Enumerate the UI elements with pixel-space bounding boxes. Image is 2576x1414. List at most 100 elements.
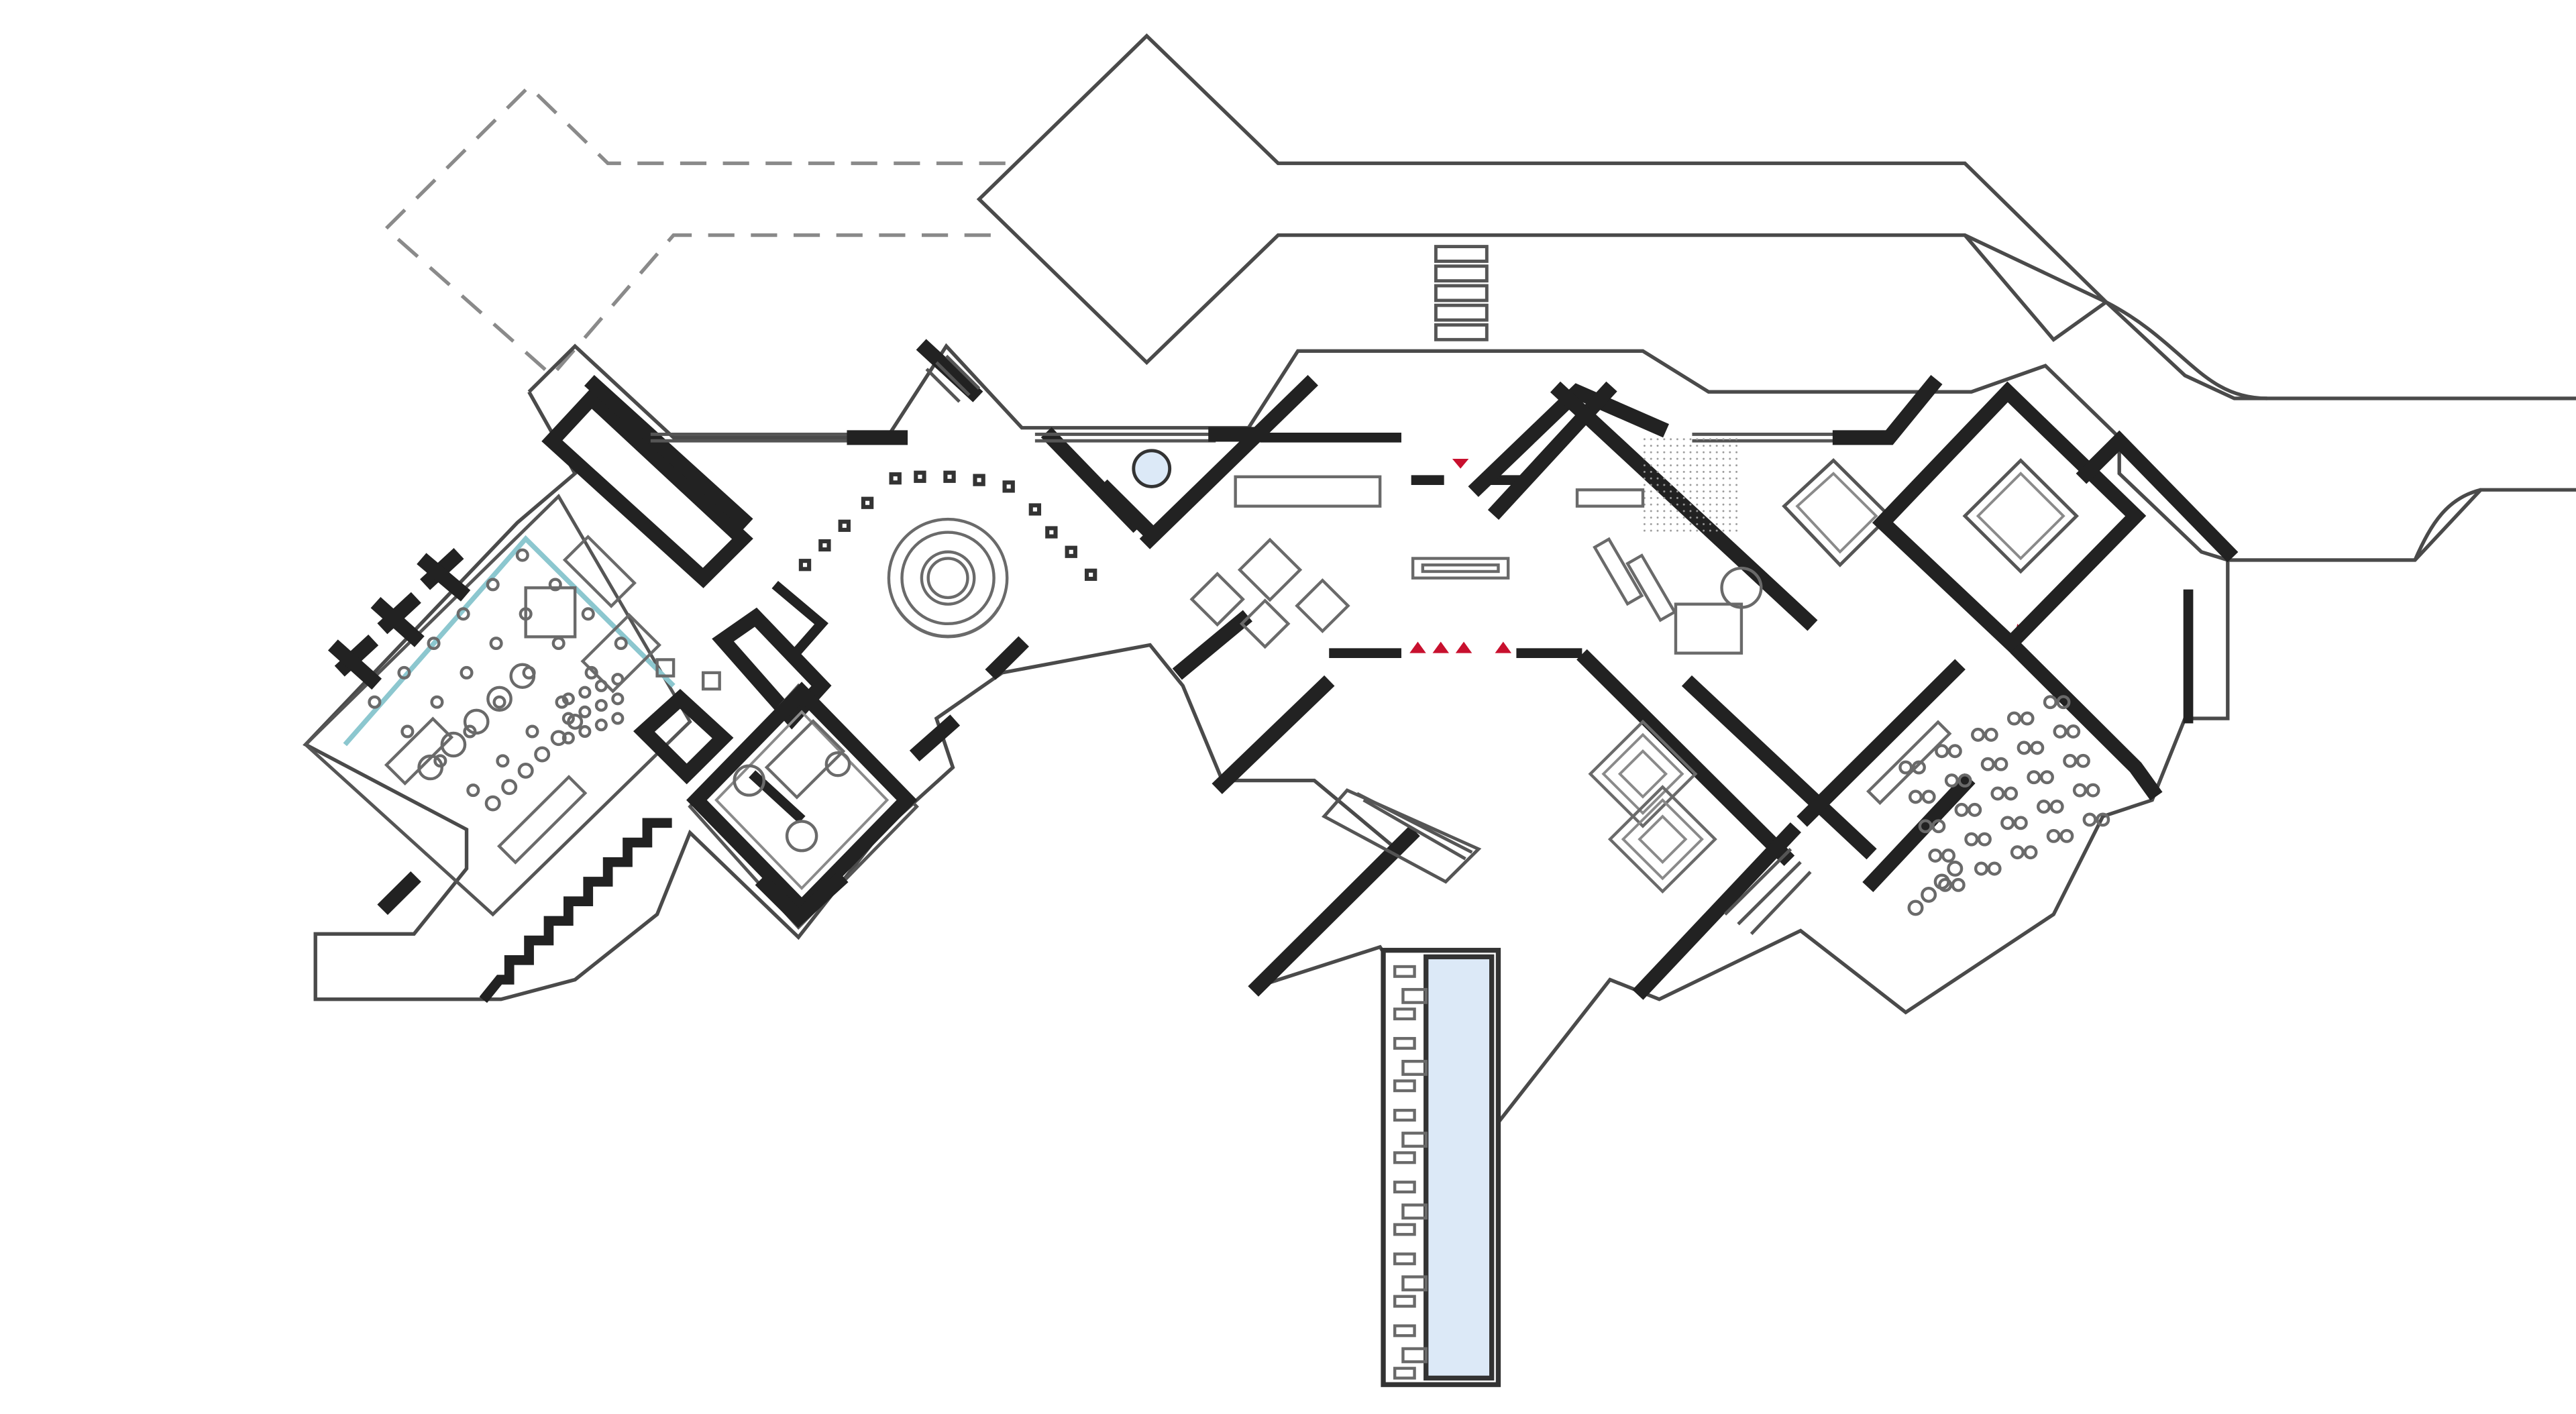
circle-table-icon <box>509 663 536 689</box>
circle-table-icon <box>1990 786 2005 801</box>
circle-table-icon <box>2043 695 2057 710</box>
circle-table-icon <box>1921 790 1936 804</box>
circle-table-icon <box>427 637 441 651</box>
circle-table-icon <box>567 713 584 730</box>
circle-table-icon <box>525 724 539 739</box>
circle-table-icon <box>2046 828 2061 843</box>
triangle-marker-icon <box>1409 641 1426 653</box>
circle-table-icon <box>1947 861 1964 877</box>
lounger-icon <box>1393 1036 1416 1050</box>
lounger-icon <box>1393 1295 1416 1308</box>
crosswalk-stripes <box>1434 245 1489 341</box>
pool-loungers <box>1393 965 1428 1380</box>
lounger-icon <box>1393 1223 1416 1236</box>
circle-table-icon <box>561 712 575 725</box>
circle-table-icon <box>1994 757 2008 771</box>
circle-table-icon <box>611 673 625 686</box>
circle-table-icon <box>2096 812 2110 827</box>
circle-table-icon <box>2036 800 2051 814</box>
column-marker <box>1028 503 1042 516</box>
circle-table-icon <box>433 754 447 768</box>
circle-table-icon <box>397 665 411 679</box>
gallery-wing <box>1550 381 1877 1000</box>
circle-table-icon <box>368 695 382 709</box>
column-marker <box>1045 526 1058 539</box>
circle-table-icon <box>2006 711 2021 726</box>
column-marker <box>1084 568 1097 581</box>
gallery-stair <box>1723 848 1812 936</box>
circle-table-icon <box>430 695 444 709</box>
circle-table-icon <box>2004 786 2019 801</box>
circle-table-icon <box>1908 790 1923 804</box>
column-ring <box>798 470 1097 581</box>
circle-table-icon <box>1907 900 1924 916</box>
rotunda-stair <box>925 354 981 403</box>
circle-table-icon <box>2053 724 2068 739</box>
circle-table-icon <box>484 795 501 812</box>
circle-table-icon <box>1964 832 1979 847</box>
circle-table-icon <box>2056 695 2071 710</box>
circle-table-icon <box>2072 783 2087 798</box>
circle-table-icon <box>1957 773 1972 788</box>
circle-table-icon <box>2020 711 2035 726</box>
circle-table-icon <box>550 730 567 747</box>
circle-table-icon <box>501 779 518 796</box>
circle-table-icon <box>2027 770 2041 785</box>
gallery-display-platforms <box>1588 719 1717 894</box>
column-marker <box>838 519 851 532</box>
circle-table-icon <box>2013 816 2028 830</box>
circle-table-icon <box>1898 760 1913 775</box>
circle-table-icon <box>2030 741 2045 755</box>
lounger-icon <box>1393 1324 1416 1338</box>
circle-table-icon <box>561 731 575 745</box>
east-dining-wing <box>1782 381 2239 916</box>
column-marker <box>1065 545 1077 558</box>
circle-table-icon <box>594 679 608 692</box>
lounger-icon <box>1393 1008 1416 1021</box>
circle-table-icon <box>1980 757 1995 771</box>
circle-table-icon <box>463 724 477 739</box>
circle-table-icon <box>1911 760 1926 775</box>
circle-table-icon <box>417 754 443 781</box>
circle-table-icon <box>400 724 415 739</box>
circle-table-icon <box>2017 741 2031 755</box>
column-marker <box>889 472 902 485</box>
circle-table-icon <box>581 607 595 621</box>
circle-table-icon <box>1921 887 1937 903</box>
column-marker <box>1002 480 1015 493</box>
circle-table-icon <box>515 548 529 562</box>
lounger-icon <box>1401 1060 1428 1076</box>
circle-table-icon <box>2049 800 2064 814</box>
circle-table-icon <box>584 665 598 679</box>
circle-table-icon <box>2086 783 2100 798</box>
lobby-lounge-seating <box>1189 537 1350 649</box>
triangle-marker-icon <box>1432 641 1449 653</box>
circle-table-icon <box>1933 873 1950 890</box>
lounger-icon <box>1401 1132 1428 1148</box>
circle-table-icon <box>2082 812 2097 827</box>
restaurant-wing <box>303 374 753 1003</box>
lounger-icon <box>1393 1151 1416 1164</box>
column-marker <box>818 539 831 552</box>
east-dining-tables <box>1898 695 2110 916</box>
circle-table-icon <box>1954 802 1969 817</box>
column-marker <box>973 474 985 486</box>
reception-rotunda <box>798 339 1172 762</box>
circle-table-icon <box>1938 877 1953 892</box>
triangle-marker-icon <box>1452 459 1469 469</box>
circle-table-icon <box>2010 845 2025 860</box>
lounger-icon <box>1393 1252 1416 1266</box>
lap-pool-terrace <box>1381 948 1501 1387</box>
circle-table-icon <box>1935 744 1949 759</box>
pool-water-icon <box>1424 954 1495 1381</box>
circle-table-icon <box>460 665 474 679</box>
circle-table-icon <box>1944 773 1959 788</box>
central-lobby-hall <box>650 374 2028 997</box>
circle-table-icon <box>578 705 592 718</box>
circle-table-icon <box>1974 861 1988 876</box>
circle-table-icon <box>594 699 608 712</box>
circle-table-icon <box>2023 845 2038 860</box>
circle-table-icon <box>466 783 480 798</box>
circle-table-icon <box>1928 849 1943 863</box>
lounger-icon <box>1393 1366 1416 1380</box>
